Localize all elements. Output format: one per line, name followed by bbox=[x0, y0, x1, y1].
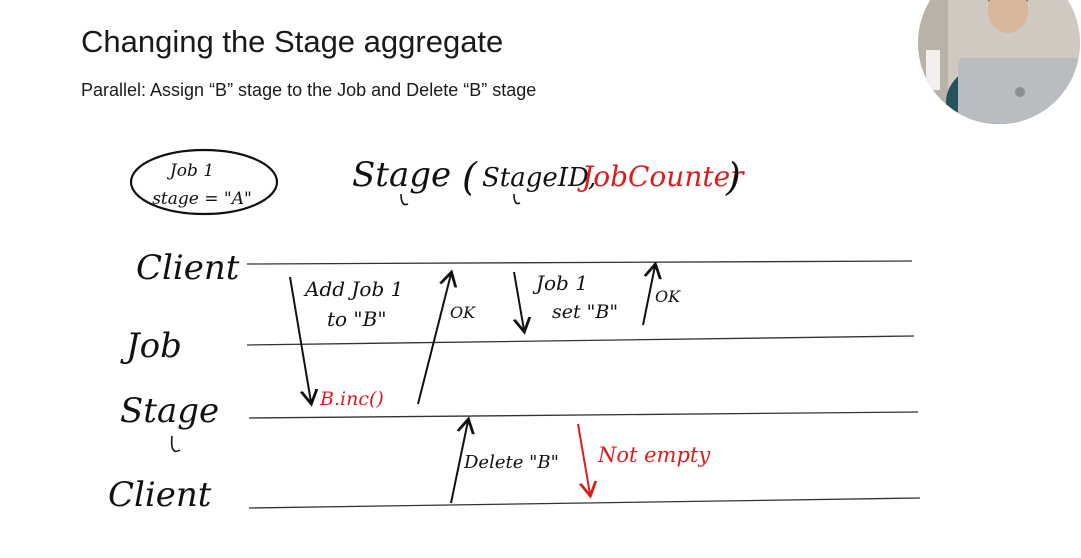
msg-delete: Delete "B" bbox=[463, 452, 559, 473]
lane-label-stage: Stage bbox=[120, 391, 219, 431]
job-bubble-line2: stage = "A" bbox=[152, 189, 252, 209]
lane-line-client-bottom bbox=[248, 497, 921, 509]
lane-line-stage bbox=[248, 411, 919, 419]
aggregate-open-paren: ( bbox=[462, 155, 478, 199]
msg-set-line1: Job 1 bbox=[532, 271, 588, 295]
msg-ok-1: OK bbox=[450, 303, 476, 322]
arrow-set-job bbox=[514, 271, 524, 330]
job-bubble bbox=[129, 148, 279, 216]
arrow-ok-1 bbox=[417, 274, 451, 405]
msg-not-empty: Not empty bbox=[597, 443, 711, 467]
arrow-add-job bbox=[289, 276, 311, 402]
msg-set-line2: set "B" bbox=[552, 301, 618, 323]
stage-lane-marker bbox=[170, 435, 181, 453]
msg-inc: B.inc() bbox=[319, 388, 384, 410]
lane-line-client-top bbox=[246, 260, 913, 265]
arrow-delete bbox=[450, 421, 468, 504]
msg-add-line2: to "B" bbox=[327, 307, 387, 331]
slide-title: Changing the Stage aggregate bbox=[81, 24, 504, 59]
msg-ok-2: OK bbox=[655, 287, 681, 306]
aggregate-field-counter: JobCounter bbox=[577, 160, 745, 193]
msg-add-line1: Add Job 1 bbox=[303, 277, 403, 301]
presenter-webcam bbox=[918, 0, 1080, 124]
presenter-video-frame bbox=[918, 0, 1080, 124]
lane-label-client-top: Client bbox=[136, 248, 240, 288]
aggregate-close-paren: ) bbox=[725, 155, 741, 199]
stage-id-marker bbox=[400, 193, 409, 206]
stage-id-marker-2 bbox=[513, 193, 521, 205]
slide-subtitle: Parallel: Assign “B” stage to the Job an… bbox=[81, 80, 537, 100]
aggregate-name: Stage bbox=[352, 155, 451, 195]
job-bubble-line1: Job 1 bbox=[167, 161, 214, 181]
lane-line-job bbox=[246, 335, 915, 346]
aggregate-field-id: StageID, bbox=[482, 163, 596, 193]
lane-label-job: Job bbox=[120, 326, 182, 366]
arrow-ok-2 bbox=[642, 266, 655, 326]
arrow-not-empty bbox=[577, 423, 590, 494]
lane-label-client-bottom: Client bbox=[108, 475, 212, 515]
